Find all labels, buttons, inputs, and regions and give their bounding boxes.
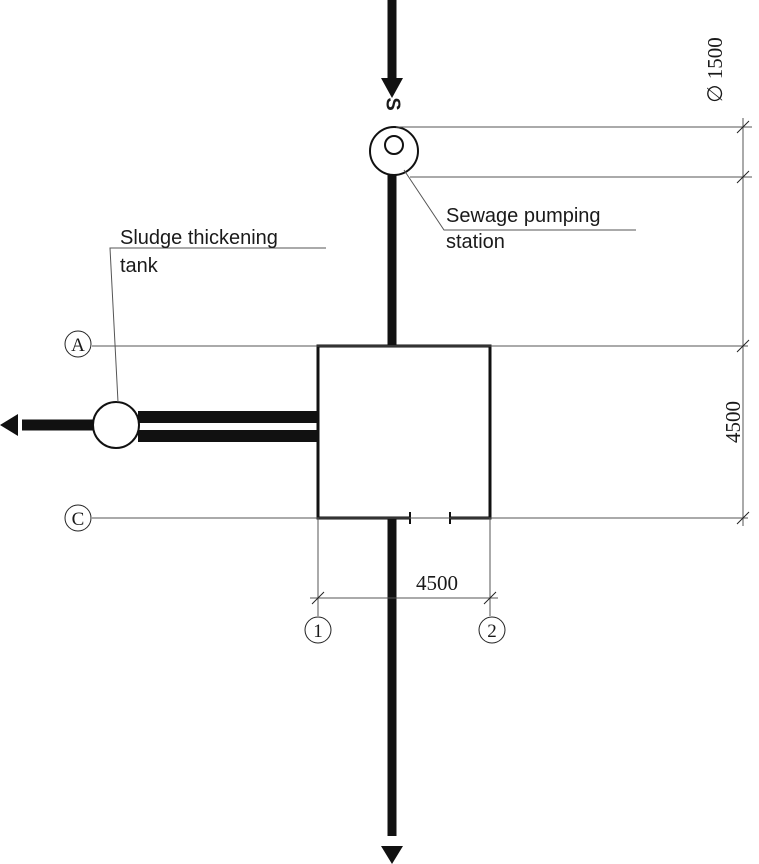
dim-width-label: 4500 (416, 571, 458, 595)
axis-bubble-1 (304, 616, 332, 644)
flow-arrow-down-bottom (381, 846, 403, 864)
pumping-station-label-line1: Sewage pumping (446, 205, 601, 227)
flow-arrow-left (0, 414, 18, 436)
axis-label-1: 1 (313, 621, 323, 642)
flow-arrow-down-top (381, 78, 403, 98)
dim-height-label: 4500 (721, 401, 745, 443)
dim-pump-diameter-label: ∅ 1500 (703, 37, 727, 103)
sludge-tank-label-line2: tank (120, 255, 159, 277)
pumping-station-label-line2: station (446, 231, 505, 253)
treatment-building (316, 344, 492, 520)
dim-tick-row-c (736, 511, 750, 525)
sludge-thickening-tank (92, 401, 140, 449)
axis-label-2: 2 (487, 621, 497, 642)
pumping-station-leader-line (403, 169, 636, 231)
axis-bubble-c (64, 504, 92, 532)
axis-label-a: A (71, 335, 85, 356)
dim-tick-pump-top (736, 120, 750, 134)
sludge-pipe-upper (138, 411, 318, 423)
axis-label-c: C (72, 509, 85, 530)
dim-tick-width-left (311, 591, 325, 605)
sludge-tank-leader-line (109, 247, 326, 403)
dim-tick-pump-bottom (736, 170, 750, 184)
axis-bubble-2 (478, 616, 506, 644)
dim-tick-width-right (483, 591, 497, 605)
sludge-pipe-lower (138, 430, 318, 442)
sludge-tank-label-line1: Sludge thickening (120, 227, 278, 249)
sewer-code-label: S (382, 97, 404, 110)
axis-bubble-a (64, 330, 92, 358)
pumping-station-inner-circle (384, 135, 404, 155)
dim-tick-row-a (736, 339, 750, 353)
